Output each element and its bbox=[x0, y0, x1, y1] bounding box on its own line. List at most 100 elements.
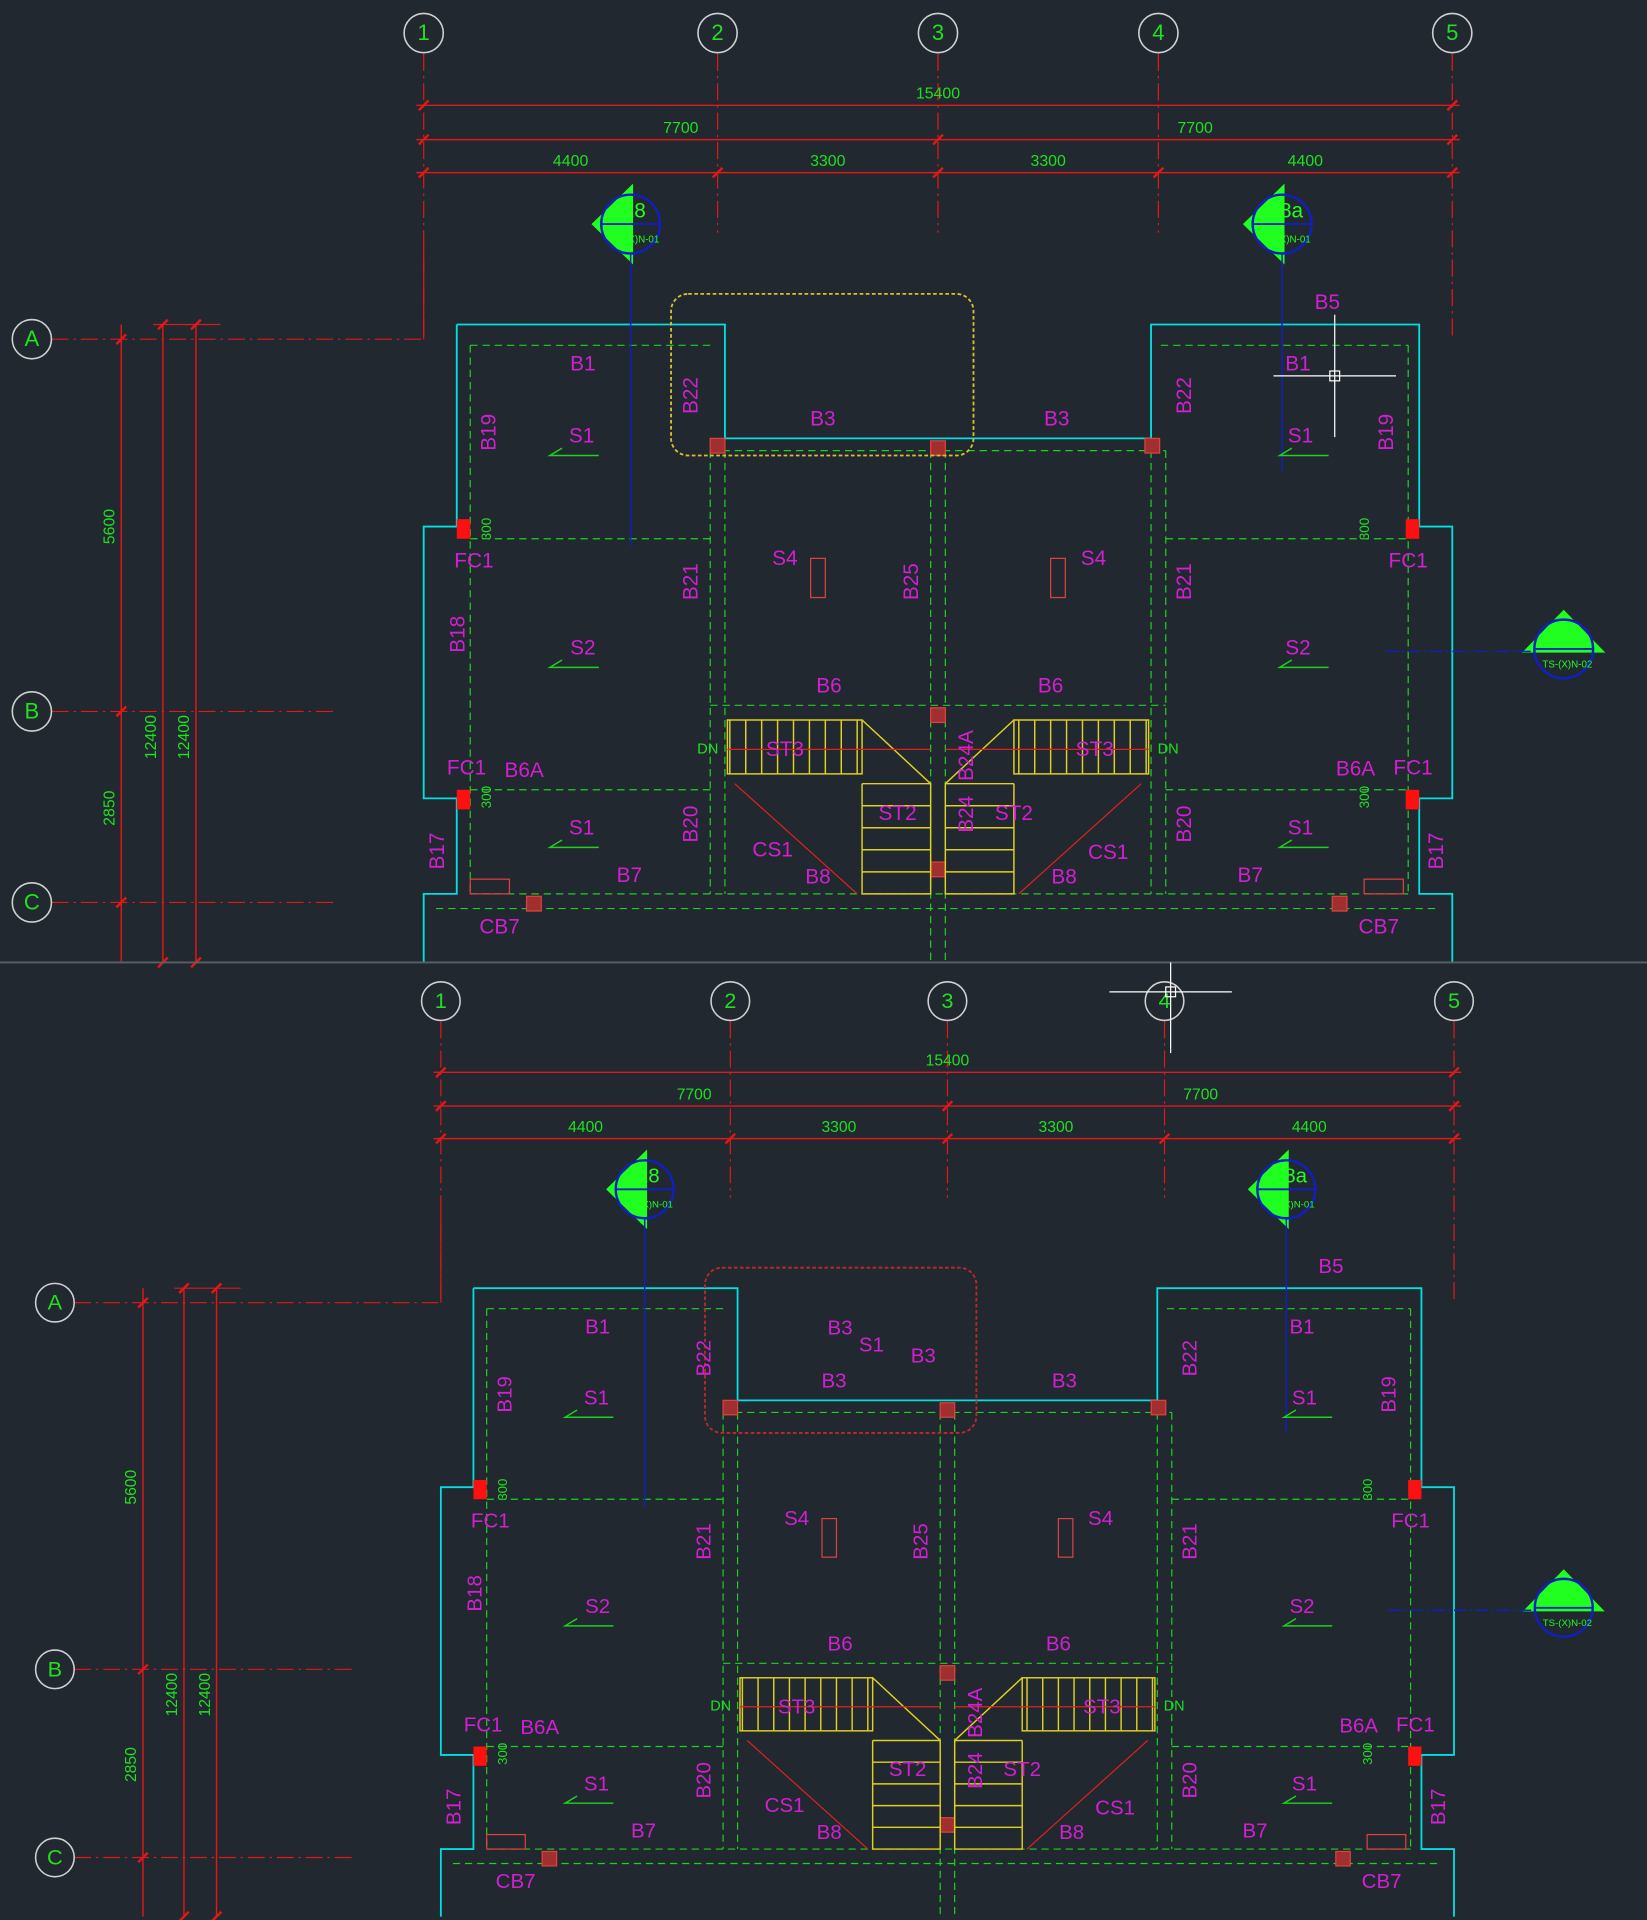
dimension-tick bbox=[1448, 1066, 1460, 1078]
member-label: B22 bbox=[1178, 1340, 1201, 1376]
grid-bubble-column[interactable] bbox=[1138, 12, 1179, 54]
grid-bubble-column[interactable] bbox=[927, 981, 968, 1022]
grid-column-label: 2 bbox=[724, 988, 736, 1013]
section-reference: TS-(X)N-01 bbox=[1265, 1200, 1314, 1211]
member-label: FC1 bbox=[1389, 550, 1428, 573]
member-label: FC1 bbox=[1393, 756, 1432, 779]
grid-bubble-column[interactable] bbox=[1431, 12, 1473, 54]
member-label: CB7 bbox=[1359, 916, 1399, 939]
grid-bubble-column[interactable] bbox=[697, 12, 738, 54]
column-hatch bbox=[930, 707, 946, 724]
dimension-tick bbox=[435, 1100, 447, 1112]
member-label: B5 bbox=[1318, 1255, 1343, 1278]
member-label: B6A bbox=[1336, 758, 1375, 781]
stair-landing bbox=[953, 1677, 1023, 1850]
grid-bubble-row[interactable] bbox=[11, 318, 53, 360]
grid-bubble-column[interactable] bbox=[917, 12, 959, 54]
member-label: B1 bbox=[1285, 352, 1310, 375]
dimension-text: 4400 bbox=[1288, 153, 1324, 170]
member-label: B17 bbox=[426, 833, 449, 870]
dimension-tick bbox=[137, 1296, 149, 1309]
stair-down-label: DN bbox=[1158, 741, 1179, 757]
dimension-text: 7700 bbox=[677, 1086, 712, 1103]
member-label: ST2 bbox=[879, 802, 917, 825]
dimension-text: 7700 bbox=[1177, 120, 1213, 137]
member-label: B20 bbox=[1173, 806, 1196, 843]
member-label: S1 bbox=[569, 425, 594, 448]
member-label: B7 bbox=[617, 864, 642, 887]
grid-bubble-row[interactable] bbox=[34, 1649, 75, 1690]
grid-bubble-column[interactable] bbox=[710, 981, 751, 1022]
member-label: FC1 bbox=[454, 550, 493, 573]
member-label: B21 bbox=[1178, 1523, 1201, 1559]
member-label: CS1 bbox=[752, 839, 792, 862]
slab-span-arrow-icon bbox=[562, 1618, 614, 1627]
section-arrow-icon bbox=[1522, 609, 1606, 653]
slab-span-arrow-icon bbox=[547, 839, 599, 849]
grid-bubble-row[interactable] bbox=[34, 1282, 75, 1323]
grid-bubble-row[interactable] bbox=[11, 691, 53, 732]
member-label: B24 bbox=[955, 796, 978, 833]
member-label: ST3 bbox=[778, 1695, 816, 1718]
clear-dimension-text: 300 bbox=[1360, 1479, 1375, 1501]
member-label: B3 bbox=[822, 1370, 847, 1393]
slab-span-arrow-icon bbox=[1281, 1409, 1333, 1418]
grid-bubble-row[interactable] bbox=[11, 882, 53, 923]
member-label: B17 bbox=[443, 1789, 466, 1825]
grid-bubble-row[interactable] bbox=[34, 1837, 75, 1878]
member-label: CS1 bbox=[1088, 841, 1128, 864]
member-label: B18 bbox=[463, 1575, 486, 1611]
grid-bubble-column[interactable] bbox=[1144, 981, 1185, 1022]
dimension-tick bbox=[417, 99, 430, 112]
grid-column-label: 4 bbox=[1158, 988, 1170, 1013]
stair-landing bbox=[944, 719, 1015, 895]
column-hatch bbox=[1335, 1850, 1351, 1867]
section-number: 28 bbox=[623, 199, 646, 222]
member-label: B7 bbox=[1238, 864, 1263, 887]
dimension-text: 4400 bbox=[568, 1119, 603, 1136]
member-label: FC1 bbox=[1391, 1510, 1430, 1533]
member-label: B19 bbox=[477, 414, 500, 451]
member-label: B25 bbox=[910, 1523, 933, 1559]
member-label: B3 bbox=[810, 408, 835, 431]
dimension-text: 15400 bbox=[916, 85, 960, 102]
member-label: FC1 bbox=[464, 1713, 503, 1736]
revision-cloud[interactable] bbox=[670, 292, 975, 457]
grid-bubble-column[interactable] bbox=[1433, 981, 1475, 1022]
dimension-text: 7700 bbox=[663, 120, 699, 137]
dimension-text: 5600 bbox=[101, 509, 118, 545]
wall-outline bbox=[439, 1288, 475, 1917]
dimension-tick bbox=[137, 1663, 149, 1676]
dimension-text: 12400 bbox=[143, 715, 160, 759]
member-label: S4 bbox=[1088, 1507, 1113, 1530]
grid-row-label: B bbox=[48, 1656, 62, 1681]
grid-bubble-column[interactable] bbox=[403, 12, 445, 54]
stair-arrow bbox=[746, 1740, 869, 1850]
stair-landing bbox=[871, 1677, 941, 1850]
member-label: ST2 bbox=[1003, 1758, 1041, 1781]
stair-arrow bbox=[1018, 783, 1142, 895]
slab-span-arrow-icon bbox=[1281, 1618, 1333, 1627]
grid-column-label: 3 bbox=[932, 20, 944, 45]
member-label: FC1 bbox=[471, 1510, 510, 1533]
dimension-tick bbox=[711, 166, 724, 179]
grid-row-label: A bbox=[25, 326, 40, 351]
grid-row-label: A bbox=[48, 1290, 63, 1315]
member-label: B6A bbox=[504, 759, 543, 782]
column-hatch bbox=[709, 437, 726, 454]
grid-row-label: C bbox=[24, 890, 40, 915]
member-label: FC1 bbox=[1396, 1713, 1435, 1736]
column-hatch bbox=[1144, 437, 1161, 454]
opening-box bbox=[486, 1833, 526, 1850]
column-hatch bbox=[722, 1399, 739, 1416]
dimension-tick bbox=[1446, 133, 1459, 146]
grid-bubble-column[interactable] bbox=[420, 981, 461, 1022]
dimension-tick bbox=[1158, 1132, 1171, 1145]
grid-column-label: 1 bbox=[435, 988, 447, 1013]
member-label: B8 bbox=[805, 865, 830, 888]
